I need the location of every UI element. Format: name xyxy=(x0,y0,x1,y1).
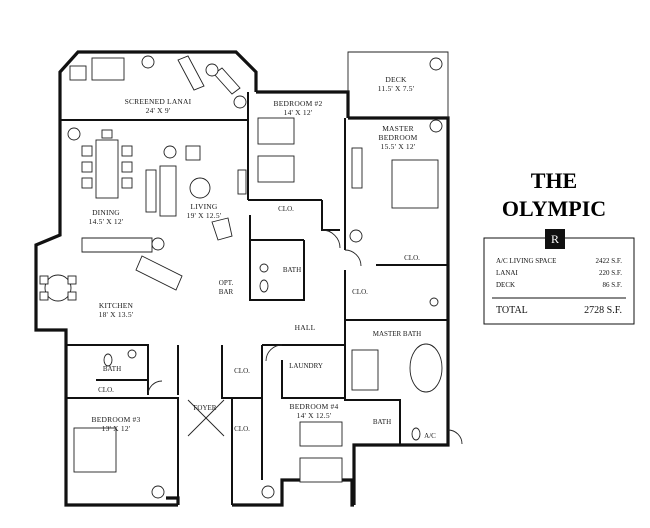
label-clo-master: CLO. xyxy=(404,254,420,262)
room-name-dining: DINING xyxy=(92,208,120,217)
area-label-lanai: LANAI xyxy=(496,269,518,277)
label-bath-bed3: BATH xyxy=(103,365,121,373)
furniture xyxy=(39,55,463,499)
room-dims-bedroom4: 14' X 12.5' xyxy=(297,411,332,420)
room-dims-dining: 14.5' X 12' xyxy=(89,217,124,226)
area-label-deck: DECK xyxy=(496,281,515,289)
label-bar: BAR xyxy=(219,288,234,296)
label-ac: A/C xyxy=(424,432,436,440)
room-name-lanai: SCREENED LANAI xyxy=(125,97,192,106)
room-name-bedroom4: BEDROOM #4 xyxy=(290,402,339,411)
room-dims-lanai: 24' X 9' xyxy=(146,106,171,115)
label-foyer: FOYER xyxy=(194,404,217,412)
label-opt: OPT. xyxy=(219,279,234,287)
room-dims-bedroom2: 14' X 12' xyxy=(284,108,313,117)
room-name-living: LIVING xyxy=(190,202,217,211)
area-value-deck: 86 S.F. xyxy=(603,281,623,289)
area-label-ac: A/C LIVING SPACE xyxy=(496,257,556,265)
label-clo-master-2: CLO. xyxy=(352,288,368,296)
area-table: R A/C LIVING SPACE 2422 S.F. LANAI 220 S… xyxy=(483,229,635,325)
room-dims-kitchen: 18' X 13.5' xyxy=(99,310,134,319)
room-name-deck: DECK xyxy=(385,75,407,84)
logo-badge xyxy=(545,229,565,249)
room-labels: SCREENED LANAI 24' X 9' BEDROOM #2 14' X… xyxy=(89,75,418,433)
room-dims-living: 19' X 12.5' xyxy=(187,211,222,220)
room-name-master: MASTER xyxy=(382,124,414,133)
room-name-master-2: BEDROOM xyxy=(379,133,418,142)
area-value-ac: 2422 S.F. xyxy=(596,257,623,265)
area-total-value: 2728 S.F. xyxy=(584,305,622,316)
area-value-lanai: 220 S.F. xyxy=(599,269,622,277)
room-dims-master: 15.5' X 12' xyxy=(381,142,416,151)
label-bath-bed4: BATH xyxy=(373,418,391,426)
label-clo-foyer: CLO. xyxy=(234,425,250,433)
room-dims-bedroom3: 13' X 12' xyxy=(102,424,131,433)
plan-title-line1: THE xyxy=(531,168,577,193)
room-name-kitchen: KITCHEN xyxy=(99,301,134,310)
area-total-label: TOTAL xyxy=(496,305,528,316)
plan-title-line2: OLYMPIC xyxy=(502,196,606,221)
label-laundry: LAUNDRY xyxy=(289,362,323,370)
label-clo-bed3: CLO. xyxy=(98,386,114,394)
room-dims-deck: 11.5' X 7.5' xyxy=(378,84,415,93)
label-bath-bed2: BATH xyxy=(283,266,301,274)
room-name-bedroom2: BEDROOM #2 xyxy=(274,99,323,108)
label-hall: HALL xyxy=(295,323,316,332)
label-clo-bed2: CLO. xyxy=(278,205,294,213)
minor-labels: CLO. BATH OPT. BAR HALL CLO. CLO. MASTER… xyxy=(98,205,436,440)
room-name-bedroom3: BEDROOM #3 xyxy=(92,415,141,424)
logo-letter: R xyxy=(551,232,559,246)
label-clo-center: CLO. xyxy=(234,367,250,375)
label-master-bath: MASTER BATH xyxy=(373,330,421,338)
